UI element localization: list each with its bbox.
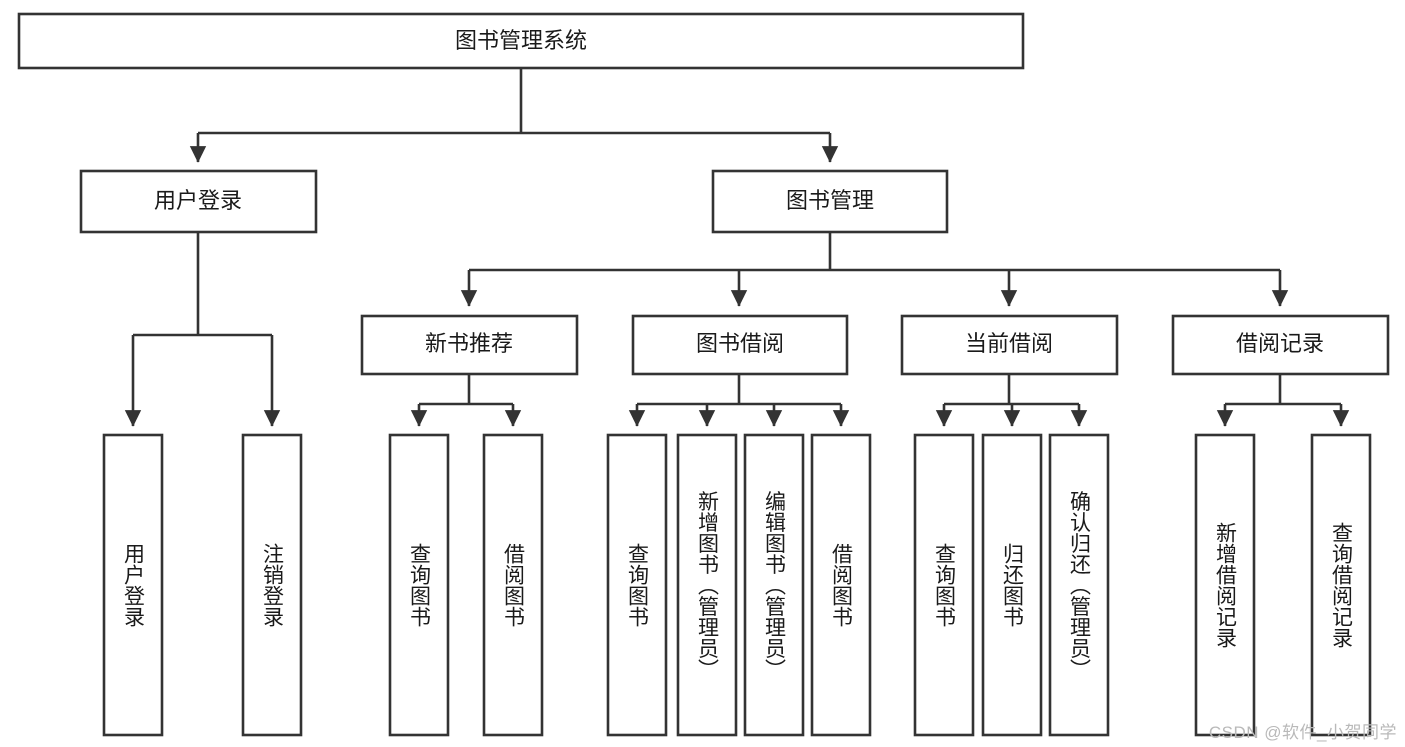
node-book-borrow-label: 图书借阅: [696, 331, 784, 356]
leaf-label: 归还图书: [1001, 543, 1025, 627]
leaf-current-borrow-1[interactable]: 归还图书: [981, 433, 1043, 737]
node-book-manage-box[interactable]: [711, 169, 949, 234]
node-current-borrow-box[interactable]: [900, 314, 1119, 376]
leaf-book-borrow-1[interactable]: 新增图书（管理员）: [676, 433, 738, 737]
leaf-user-login-0[interactable]: 用户登录: [102, 433, 164, 737]
leaf-label: 查询图书: [626, 543, 650, 627]
leaf-box[interactable]: [241, 433, 303, 737]
node-root[interactable]: 图书管理系统: [17, 12, 1025, 70]
leaf-current-borrow-2[interactable]: 确认归还（管理员）: [1048, 433, 1110, 737]
leaf-box[interactable]: [102, 433, 164, 737]
node-user-login-label: 用户登录: [154, 188, 242, 213]
leaf-box[interactable]: [1310, 433, 1372, 737]
leaf-borrow-record-0[interactable]: 新增借阅记录: [1194, 433, 1256, 737]
node-book-manage[interactable]: 图书管理: [711, 169, 949, 234]
node-current-borrow[interactable]: 当前借阅: [900, 314, 1119, 376]
leaf-label: 新增借阅记录: [1214, 522, 1238, 648]
leaf-user-login-1[interactable]: 注销登录: [241, 433, 303, 737]
node-new-book-label: 新书推荐: [425, 331, 513, 356]
leaf-box[interactable]: [676, 433, 738, 737]
leaf-box[interactable]: [913, 433, 975, 737]
node-book-borrow-box[interactable]: [631, 314, 849, 376]
csdn-watermark: CSDN @软件_小贺同学: [1208, 723, 1397, 742]
node-root-label: 图书管理系统: [455, 28, 587, 53]
leaf-label: 查询图书: [408, 543, 432, 627]
node-book-manage-label: 图书管理: [786, 188, 874, 213]
leaf-label: 用户登录: [122, 543, 146, 627]
leaf-box[interactable]: [1048, 433, 1110, 737]
leaf-box[interactable]: [606, 433, 668, 737]
leaf-book-borrow-2[interactable]: 编辑图书（管理员）: [743, 433, 805, 737]
leaf-box[interactable]: [388, 433, 450, 737]
node-current-borrow-label: 当前借阅: [965, 331, 1053, 356]
node-borrow-record-box[interactable]: [1171, 314, 1390, 376]
leaf-box[interactable]: [482, 433, 544, 737]
leaf-label: 确认归还（管理员）: [1068, 491, 1092, 680]
leaf-box[interactable]: [743, 433, 805, 737]
node-new-book-box[interactable]: [360, 314, 579, 376]
leaf-label: 注销登录: [261, 543, 285, 627]
node-user-login[interactable]: 用户登录: [79, 169, 318, 234]
leaf-new-book-0[interactable]: 查询图书: [388, 433, 450, 737]
leaf-label: 查询图书: [933, 543, 957, 627]
leaf-borrow-record-1[interactable]: 查询借阅记录: [1310, 433, 1372, 737]
leaf-label: 新增图书（管理员）: [696, 491, 720, 680]
node-user-login-box[interactable]: [79, 169, 318, 234]
node-new-book[interactable]: 新书推荐: [360, 314, 579, 376]
node-borrow-record-label: 借阅记录: [1236, 331, 1324, 356]
leaf-label: 查询借阅记录: [1330, 522, 1354, 648]
node-root-box[interactable]: [17, 12, 1025, 70]
connectors: [124, 68, 1350, 427]
leaf-box[interactable]: [1194, 433, 1256, 737]
node-book-borrow[interactable]: 图书借阅: [631, 314, 849, 376]
leaf-book-borrow-3[interactable]: 借阅图书: [810, 433, 872, 737]
leaf-new-book-1[interactable]: 借阅图书: [482, 433, 544, 737]
node-borrow-record[interactable]: 借阅记录: [1171, 314, 1390, 376]
leaf-book-borrow-0[interactable]: 查询图书: [606, 433, 668, 737]
leaf-label: 借阅图书: [830, 543, 854, 627]
leaf-box[interactable]: [981, 433, 1043, 737]
leaf-box[interactable]: [810, 433, 872, 737]
leaf-label: 编辑图书（管理员）: [763, 491, 787, 680]
leaf-label: 借阅图书: [502, 543, 526, 627]
leaf-current-borrow-0[interactable]: 查询图书: [913, 433, 975, 737]
